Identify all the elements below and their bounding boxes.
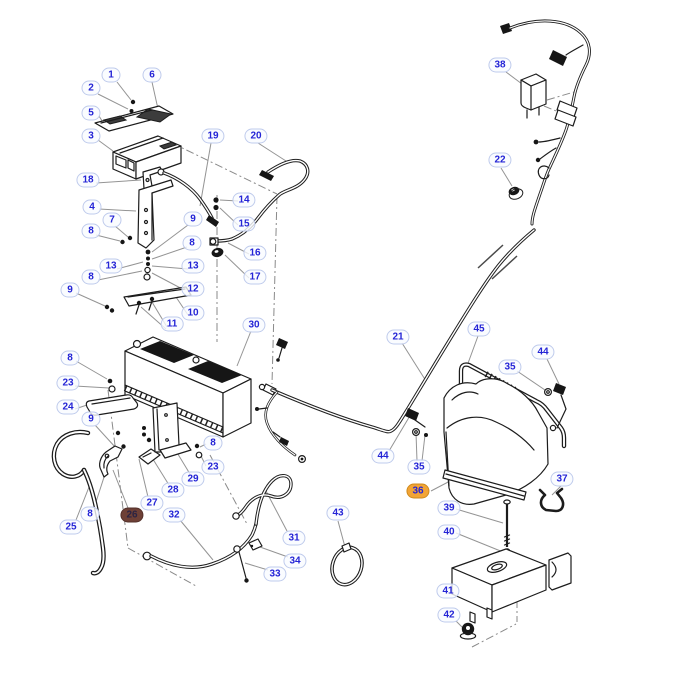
callout-33[interactable]: 33 <box>263 566 287 582</box>
callout-8[interactable]: 8 <box>203 435 223 451</box>
callout-10[interactable]: 10 <box>181 305 205 321</box>
callout-23[interactable]: 23 <box>201 459 225 475</box>
callout-41[interactable]: 41 <box>436 583 460 599</box>
battery-cable-21 <box>255 228 536 464</box>
callout-30[interactable]: 30 <box>242 317 266 333</box>
battery <box>123 336 252 438</box>
callout-1[interactable]: 1 <box>101 67 121 83</box>
callout-31[interactable]: 31 <box>282 530 306 546</box>
callout-8[interactable]: 8 <box>81 269 101 285</box>
wiring-harness <box>500 19 591 226</box>
callout-40[interactable]: 40 <box>437 524 461 540</box>
callout-25[interactable]: 25 <box>59 519 83 535</box>
callout-3[interactable]: 3 <box>81 128 101 144</box>
callout-38[interactable]: 38 <box>488 57 512 73</box>
callout-27[interactable]: 27 <box>140 495 164 511</box>
holddown-hardware <box>51 378 203 576</box>
callout-20[interactable]: 20 <box>244 128 268 144</box>
callout-35[interactable]: 35 <box>498 359 522 375</box>
callout-44[interactable]: 44 <box>371 448 395 464</box>
callout-18[interactable]: 18 <box>76 172 100 188</box>
cables-19-20 <box>157 158 310 258</box>
callout-28[interactable]: 28 <box>161 482 185 498</box>
callout-2[interactable]: 2 <box>81 80 101 96</box>
callout-8[interactable]: 8 <box>81 223 101 239</box>
callout-43[interactable]: 43 <box>326 505 350 521</box>
control-module-assembly <box>94 99 182 249</box>
callout-26[interactable]: 26 <box>120 507 144 523</box>
callout-32[interactable]: 32 <box>162 507 186 523</box>
callout-23[interactable]: 23 <box>56 375 80 391</box>
callout-14[interactable]: 14 <box>232 192 256 208</box>
callout-29[interactable]: 29 <box>181 471 205 487</box>
callout-9[interactable]: 9 <box>81 411 101 427</box>
bottom-cables <box>142 474 364 587</box>
callout-34[interactable]: 34 <box>283 553 307 569</box>
callout-36[interactable]: 36 <box>406 483 430 499</box>
callout-9[interactable]: 9 <box>60 282 80 298</box>
callout-39[interactable]: 39 <box>437 500 461 516</box>
callout-6[interactable]: 6 <box>142 67 162 83</box>
callout-42[interactable]: 42 <box>437 607 461 623</box>
cover-assembly <box>405 362 567 513</box>
callout-8[interactable]: 8 <box>182 235 202 251</box>
callout-13[interactable]: 13 <box>181 258 205 274</box>
callout-17[interactable]: 17 <box>243 269 267 285</box>
callout-22[interactable]: 22 <box>488 152 512 168</box>
tray-assembly <box>451 499 572 640</box>
leader-lines <box>74 71 562 629</box>
callout-16[interactable]: 16 <box>243 245 267 261</box>
callout-24[interactable]: 24 <box>56 399 80 415</box>
callout-8[interactable]: 8 <box>80 506 100 522</box>
callout-37[interactable]: 37 <box>550 471 574 487</box>
callout-8[interactable]: 8 <box>60 350 80 366</box>
callout-11[interactable]: 11 <box>160 316 184 332</box>
callout-35[interactable]: 35 <box>407 459 431 475</box>
callout-5[interactable]: 5 <box>81 105 101 121</box>
callout-4[interactable]: 4 <box>82 199 102 215</box>
callout-45[interactable]: 45 <box>467 321 491 337</box>
callout-7[interactable]: 7 <box>102 212 122 228</box>
callout-19[interactable]: 19 <box>201 128 225 144</box>
callout-9[interactable]: 9 <box>183 211 203 227</box>
callout-44[interactable]: 44 <box>531 344 555 360</box>
callout-13[interactable]: 13 <box>99 258 123 274</box>
callout-21[interactable]: 21 <box>386 329 410 345</box>
callout-15[interactable]: 15 <box>232 216 256 232</box>
fastener-column <box>104 249 192 315</box>
callout-12[interactable]: 12 <box>181 281 205 297</box>
